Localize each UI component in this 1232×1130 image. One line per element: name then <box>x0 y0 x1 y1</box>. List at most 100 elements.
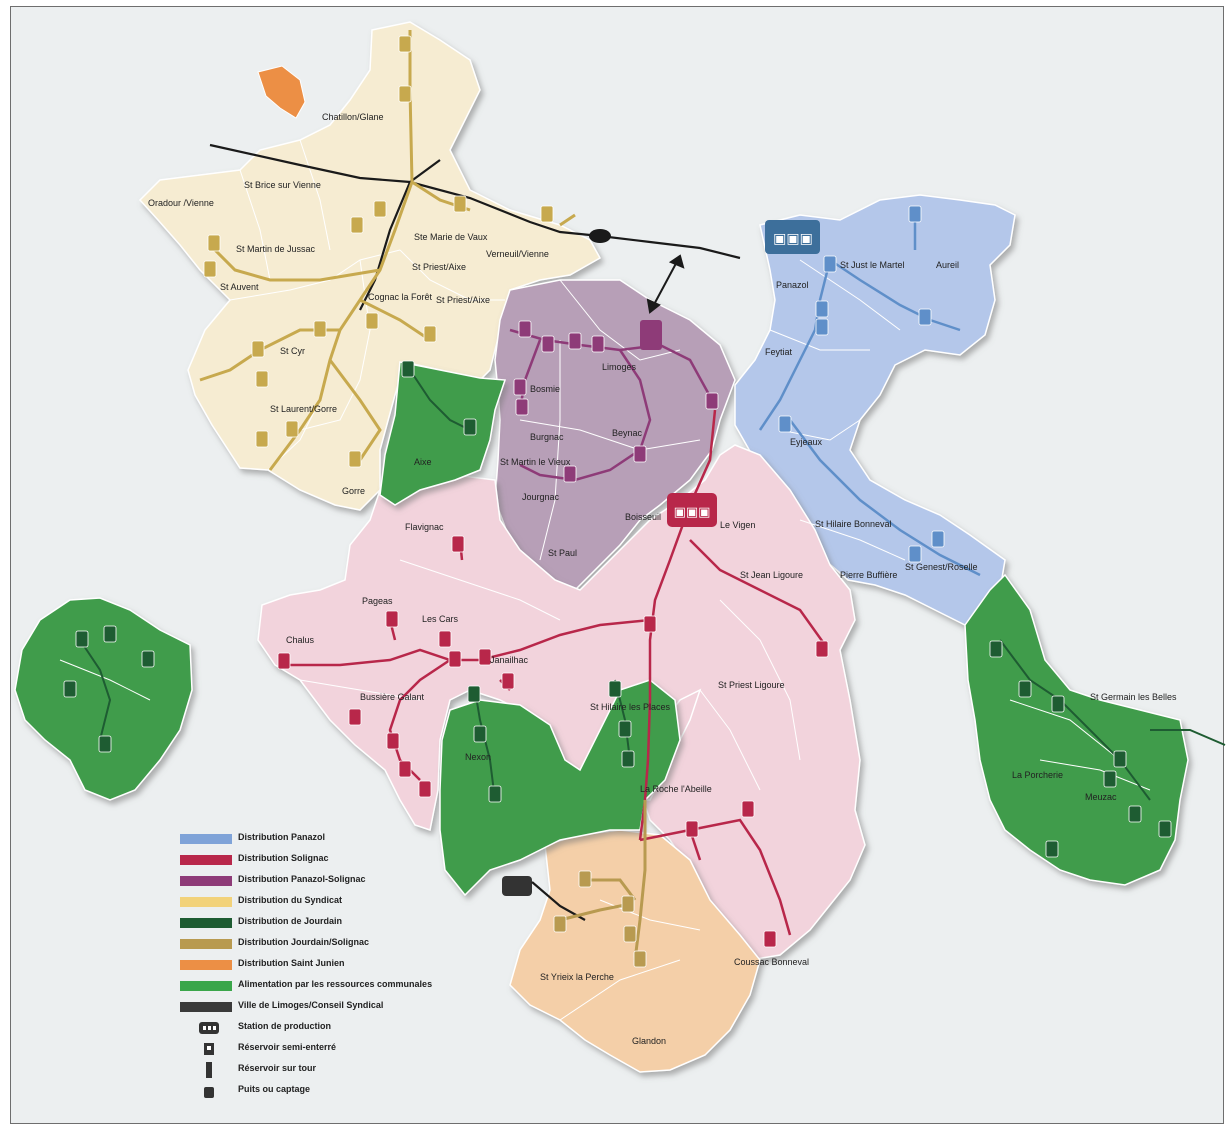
legend-swatch <box>180 918 232 928</box>
label-bosmie: Bosmie <box>530 384 560 394</box>
reservoir-icon <box>989 640 1003 658</box>
solignac-station <box>667 493 717 527</box>
reservoir-icon <box>518 320 532 338</box>
legend-symbol-label: Réservoir sur tour <box>238 1063 317 1073</box>
label-chalus: Chalus <box>286 635 315 645</box>
svg-text:▣▣▣: ▣▣▣ <box>674 505 711 520</box>
reservoir-icon <box>398 760 412 778</box>
reservoir-icon <box>350 216 364 234</box>
label-pierre-buffiere: Pierre Buffière <box>840 570 897 580</box>
reservoir-icon <box>815 318 829 336</box>
reservoir-icon <box>608 680 622 698</box>
label-pageas: Pageas <box>362 596 393 606</box>
reservoir-icon <box>285 420 299 438</box>
region-syndicat <box>138 21 602 511</box>
transfer-arrow <box>646 254 685 314</box>
label-beynac: Beynac <box>612 428 643 438</box>
label-st-auvent: St Auvent <box>220 282 259 292</box>
pipes-panazol <box>758 215 981 577</box>
label-nexon: Nexon <box>465 752 491 762</box>
reservoir-icon <box>277 652 291 670</box>
reservoir-icon <box>633 950 647 968</box>
reservoir-icon <box>621 895 635 913</box>
pipes-jourdain-solignac <box>559 800 647 961</box>
reservoir-icon <box>540 205 554 223</box>
reservoir-icon <box>255 430 269 448</box>
legend-swatch <box>180 855 232 865</box>
reservoir-icon <box>313 320 327 338</box>
legend-symbol-item: Station de production <box>180 1019 480 1040</box>
legend-label: Alimentation par les ressources communal… <box>238 979 433 989</box>
reservoir-icon <box>348 708 362 726</box>
label-ste-marie: Ste Marie de Vaux <box>414 232 488 242</box>
label-st-martin-vieux: St Martin le Vieux <box>500 457 571 467</box>
legend-symbol-item: Réservoir semi-enterré <box>180 1040 480 1061</box>
reservoir-icon <box>1045 840 1059 858</box>
label-glandon: Glandon <box>632 1036 666 1046</box>
reservoir-icon <box>931 530 945 548</box>
legend-swatch <box>180 897 232 907</box>
legend-symbol-label: Station de production <box>238 1021 331 1031</box>
reservoir-icon <box>488 785 502 803</box>
reservoir-icon <box>398 85 412 103</box>
reservoir-icon <box>423 325 437 343</box>
legend-item: Distribution Saint Junien <box>180 956 480 977</box>
label-st-germain: St Germain les Belles <box>1090 692 1177 702</box>
reservoir-icon <box>251 340 265 358</box>
reservoir-icon <box>398 35 412 53</box>
reservoir-icon <box>553 915 567 933</box>
reservoir-icon <box>633 445 647 463</box>
reservoir-icon <box>515 398 529 416</box>
reservoir-icon <box>621 750 635 768</box>
limoges-station <box>502 876 532 896</box>
legend-symbol-item: Puits ou captage <box>180 1082 480 1103</box>
region-communal-west <box>379 361 507 506</box>
label-verneuil: Verneuil/Vienne <box>486 249 549 259</box>
reservoir-markers <box>63 35 1172 968</box>
label-st-just: St Just le Martel <box>840 260 905 270</box>
label-eyjeaux: Eyjeaux <box>790 437 823 447</box>
reservoir-icon <box>513 378 527 396</box>
reservoir-icon <box>365 312 379 330</box>
label-st-priest-vienne: St Priest/Aixe <box>412 262 466 272</box>
legend-swatch <box>180 981 232 991</box>
label-st-hilaire: St Hilaire les Places <box>590 702 671 712</box>
label-panazol: Panazol <box>776 280 809 290</box>
reservoir-icon <box>685 820 699 838</box>
legend-label: Distribution Jourdain/Solignac <box>238 937 370 947</box>
reservoir-icon <box>207 234 221 252</box>
label-st-cyr: St Cyr <box>280 346 305 356</box>
label-st-martin-jussac: St Martin de Jussac <box>236 244 316 254</box>
reservoir-icon <box>473 725 487 743</box>
reservoir-icon <box>98 735 112 753</box>
reservoir-icon <box>467 685 481 703</box>
label-aureil: Aureil <box>936 260 959 270</box>
label-st-brice: St Brice sur Vienne <box>244 180 321 190</box>
legend-symbol-label: Puits ou captage <box>238 1084 311 1094</box>
region-panazol-solignac <box>494 279 736 591</box>
commune-boundaries <box>59 139 1151 1021</box>
reservoir-icon <box>823 255 837 273</box>
label-aixe: Aixe <box>414 457 432 467</box>
label-st-priest-aixe: St Priest/Aixe <box>436 295 490 305</box>
reservoir-icon <box>1158 820 1172 838</box>
reservoir-icon <box>418 780 432 798</box>
legend-swatch <box>180 876 232 886</box>
label-oradour: Oradour /Vienne <box>148 198 214 208</box>
reservoir-icon <box>815 300 829 318</box>
label-st-priest-ligoure: St Priest Ligoure <box>718 680 785 690</box>
region-saint-junien <box>257 65 306 119</box>
reservoir-icon <box>141 650 155 668</box>
reservoir-icon <box>463 418 477 436</box>
label-burgnac: Burgnac <box>530 432 564 442</box>
reservoir-icon <box>1113 750 1127 768</box>
reservoir-icon <box>373 200 387 218</box>
reservoir-icon <box>618 720 632 738</box>
label-meuzac: Meuzac <box>1085 792 1117 802</box>
legend-label: Distribution du Syndicat <box>238 895 343 905</box>
label-bussiere: Bussière Galant <box>360 692 425 702</box>
legend-item: Ville de Limoges/Conseil Syndical <box>180 998 480 1019</box>
legend-symbol-item: Réservoir sur tour <box>180 1061 480 1082</box>
